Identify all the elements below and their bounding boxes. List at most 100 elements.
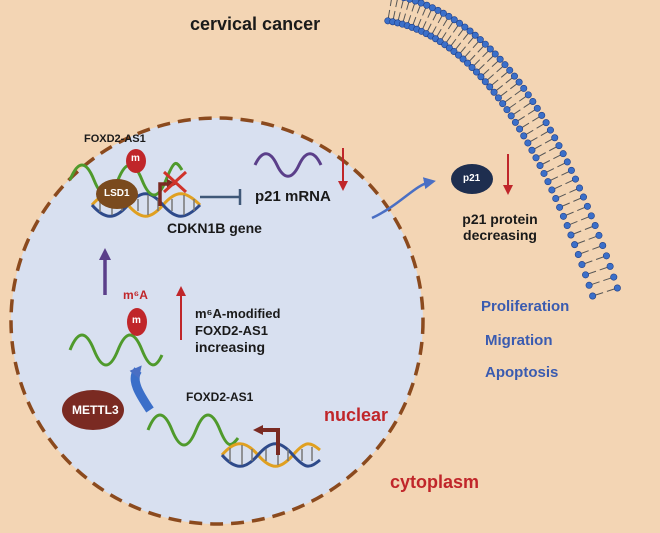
cytoplasm-label: cytoplasm <box>390 472 480 492</box>
lipid-tail <box>400 0 404 9</box>
lipid-head <box>520 132 528 140</box>
lipid-head <box>455 51 463 59</box>
m-mark-top-label: m <box>131 153 140 164</box>
lipid-head <box>546 126 554 134</box>
mettl3-arrow <box>129 365 154 413</box>
lipid-head <box>563 222 571 230</box>
lipid-head <box>524 139 532 147</box>
lipid-head <box>587 212 595 220</box>
tss-arrow-top <box>158 179 177 206</box>
lipid-head <box>528 146 536 154</box>
lipid-head <box>524 91 532 99</box>
lipid-head <box>501 61 509 69</box>
m6a-rna-wave <box>68 333 164 367</box>
lipid-head <box>599 242 607 250</box>
lipid-head <box>559 212 567 220</box>
lipid-head <box>544 178 552 186</box>
lipid-head <box>511 118 519 126</box>
lipid-head <box>486 45 494 53</box>
lipid-head <box>516 125 524 133</box>
lipid-head <box>606 262 614 270</box>
lipid-head <box>576 184 584 192</box>
lipid-head <box>578 261 586 269</box>
cell-membrane <box>384 0 621 300</box>
p21-protein-node <box>451 164 493 194</box>
m6a-modified-line1: m⁶A-modified <box>195 306 281 321</box>
lipid-head <box>471 31 479 39</box>
p21-mrna-wave <box>253 152 323 178</box>
lipid-head <box>434 6 442 14</box>
lipid-head <box>466 27 474 35</box>
lipid-head <box>439 9 447 17</box>
lipid-head <box>456 19 464 27</box>
dna-helix-bottom <box>220 442 321 468</box>
lipid-head <box>556 203 564 211</box>
lipid-head <box>499 100 507 108</box>
foxd2-label-top: FOXD2-AS1 <box>84 133 146 145</box>
mettl3-enzyme <box>62 390 124 430</box>
lipid-head <box>510 72 518 80</box>
x-mark-icon <box>162 170 188 194</box>
lipid-head <box>450 16 458 24</box>
outcome-proliferation: Proliferation <box>481 298 570 315</box>
methylation-mark-top <box>126 149 146 173</box>
lipid-head <box>567 166 575 174</box>
lipid-head <box>411 0 419 5</box>
lipid-head <box>461 23 469 31</box>
cdkn1b-label: CDKN1B gene <box>167 220 262 236</box>
lipid-head <box>503 106 511 114</box>
lipid-head <box>507 112 515 120</box>
mettl3-label: METTL3 <box>72 403 119 417</box>
p21-protein-label: p21 protein decreasing <box>450 211 550 243</box>
lipid-head <box>591 222 599 230</box>
lipid-head <box>445 44 453 52</box>
p21-protein-line2: decreasing <box>463 227 537 243</box>
lipid-head <box>574 250 582 258</box>
lipid-head <box>536 161 544 169</box>
lipid-head <box>496 55 504 63</box>
lipid-head <box>406 0 414 3</box>
lipid-head <box>589 292 597 300</box>
lipid-head <box>459 55 467 63</box>
outcome-apoptosis: Apoptosis <box>485 364 559 381</box>
lipid-head <box>551 134 559 142</box>
lipid-head <box>491 50 499 58</box>
lsd1-label: LSD1 <box>104 188 130 199</box>
lipid-head <box>468 63 476 71</box>
lipid-head <box>481 40 489 48</box>
lipid-head <box>555 142 563 150</box>
lipid-head <box>477 73 485 81</box>
lipid-head <box>529 97 537 105</box>
lipid-head <box>583 202 591 210</box>
nuclear-label: nuclear <box>324 405 389 425</box>
m-mark-middle-label: m <box>132 315 141 326</box>
lipid-head <box>582 271 590 279</box>
lipid-head <box>571 241 579 249</box>
lipid-head <box>490 88 498 96</box>
tss-arrow-bottom <box>253 425 280 455</box>
lipid-head <box>532 154 540 162</box>
lipid-head <box>540 169 548 177</box>
lipid-head <box>563 158 571 166</box>
lipid-head <box>472 68 480 76</box>
lsd1-enzyme <box>96 179 138 209</box>
foxd2-label-bottom: FOXD2-AS1 <box>186 390 254 404</box>
foxd2-rna-bottom <box>146 413 240 447</box>
inhibition-line <box>200 189 242 205</box>
lipid-head <box>548 186 556 194</box>
lipid-head <box>494 94 502 102</box>
lipid-head <box>542 119 550 127</box>
lipid-head <box>476 36 484 44</box>
export-arrow <box>371 177 436 220</box>
lipid-head <box>552 195 560 203</box>
lipid-head <box>538 111 546 119</box>
lipid-head <box>585 281 593 289</box>
lipid-head <box>602 252 610 260</box>
diagram-title: cervical cancer <box>190 14 321 34</box>
lipid-head <box>428 4 436 12</box>
p21-node-label: p21 <box>463 173 481 184</box>
m6a-modified-line2: FOXD2-AS1 <box>195 323 268 338</box>
lipid-head <box>559 150 567 158</box>
lipid-tail <box>395 0 398 8</box>
